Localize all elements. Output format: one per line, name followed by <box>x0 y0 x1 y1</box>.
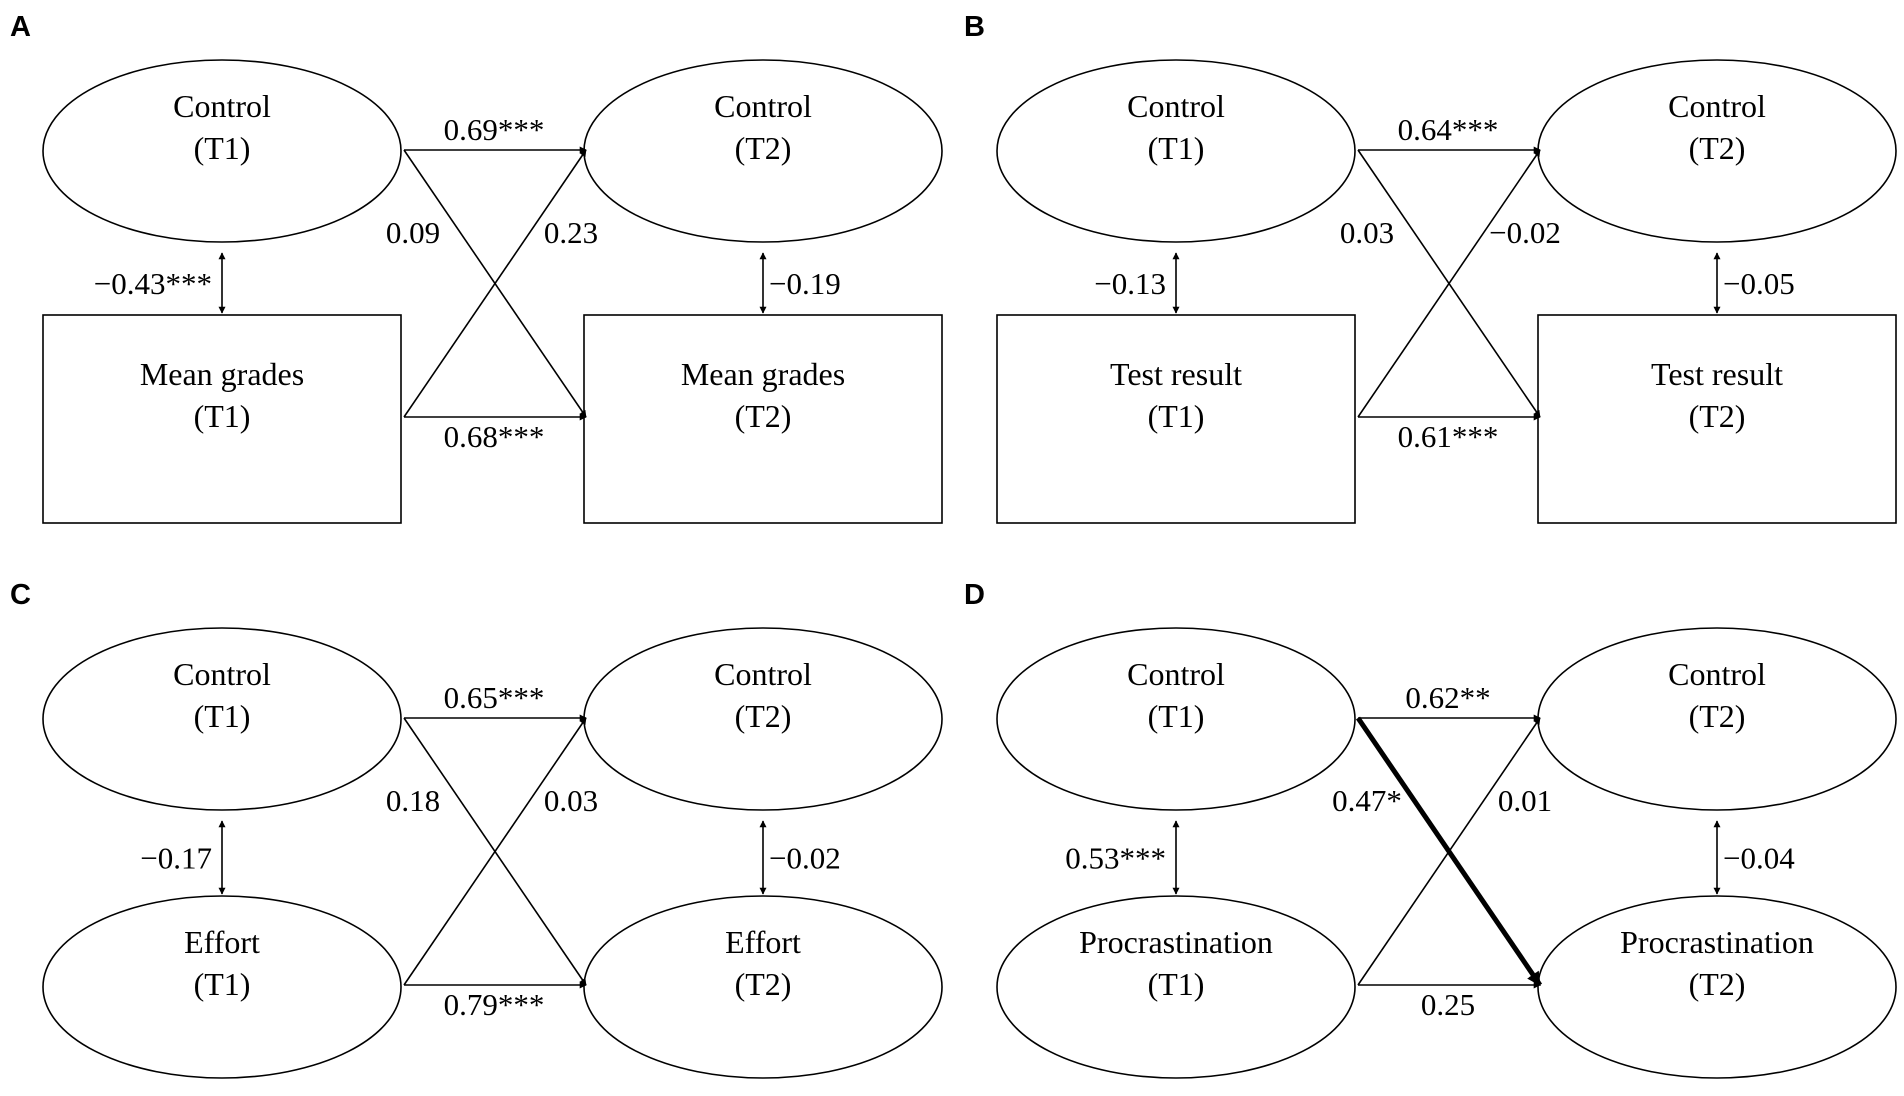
node-top-right: Control (T2) <box>1537 627 1897 811</box>
node-bottom-right: Mean grades (T2) <box>583 314 943 524</box>
panel-c: C Control (T1) Control (T2) Effort (T1) Effort (… <box>10 579 943 1079</box>
latent-variable-ellipse <box>996 59 1356 243</box>
node-bottom-left: Effort (T1) <box>42 895 402 1079</box>
node-bottom-right: Effort (T2) <box>583 895 943 1079</box>
coef-cross-top-to-bottom: 0.47* <box>1332 783 1402 818</box>
node-time: (T1) <box>1148 698 1205 734</box>
node-name: Mean grades <box>140 356 304 392</box>
node-time: (T2) <box>735 966 792 1002</box>
node-top-left: Control (T1) <box>996 59 1356 243</box>
node-bottom-left: Procrastination (T1) <box>996 895 1356 1079</box>
observed-variable-box <box>583 314 943 524</box>
node-name: Control <box>173 656 271 692</box>
path-cross-bottom-to-top <box>403 149 587 418</box>
node-time: (T1) <box>1148 398 1205 434</box>
coef-cov-t1: 0.53*** <box>1065 841 1166 876</box>
coef-bottom-stability: 0.25 <box>1421 987 1475 1022</box>
node-top-right: Control (T2) <box>583 59 943 243</box>
node-bottom-left: Mean grades (T1) <box>42 314 402 524</box>
coef-cross-top-to-bottom: 0.03 <box>1340 215 1394 250</box>
node-name: Effort <box>184 924 260 960</box>
node-time: (T2) <box>735 698 792 734</box>
node-name: Control <box>1668 656 1766 692</box>
node-name: Procrastination <box>1620 924 1814 960</box>
latent-variable-ellipse <box>996 627 1356 811</box>
panel-d: D Control (T1) Control (T2) Procrastination (T… <box>964 579 1897 1079</box>
node-time: (T1) <box>1148 966 1205 1002</box>
node-name: Effort <box>725 924 801 960</box>
coef-cross-bottom-to-top: 0.01 <box>1498 783 1552 818</box>
coef-cross-bottom-to-top: 0.03 <box>544 783 598 818</box>
observed-variable-box <box>1537 314 1897 524</box>
path-cross-bottom-to-top <box>1357 149 1541 418</box>
node-top-left: Control (T1) <box>42 59 402 243</box>
node-time: (T1) <box>194 398 251 434</box>
coef-cross-bottom-to-top: 0.23 <box>544 215 598 250</box>
node-time: (T2) <box>1689 966 1746 1002</box>
node-name: Control <box>1127 656 1225 692</box>
coef-top-stability: 0.65*** <box>444 680 545 715</box>
panel-letter: D <box>964 579 985 611</box>
observed-variable-box <box>996 314 1356 524</box>
node-bottom-right: Procrastination (T2) <box>1537 895 1897 1079</box>
node-time: (T1) <box>194 130 251 166</box>
node-top-left: Control (T1) <box>996 627 1356 811</box>
node-name: Control <box>714 88 812 124</box>
node-time: (T2) <box>1689 398 1746 434</box>
coef-bottom-stability: 0.61*** <box>1398 419 1499 454</box>
latent-variable-ellipse <box>42 895 402 1079</box>
coef-cross-top-to-bottom: 0.18 <box>386 783 440 818</box>
panel-letter: C <box>10 579 31 611</box>
path-cross-bottom-to-top <box>1357 717 1541 986</box>
node-name: Control <box>1668 88 1766 124</box>
node-time: (T1) <box>194 698 251 734</box>
coef-cov-t2: −0.05 <box>1723 266 1795 301</box>
node-name: Test result <box>1110 356 1242 392</box>
observed-variable-box <box>42 314 402 524</box>
node-top-right: Control (T2) <box>1537 59 1897 243</box>
coef-top-stability: 0.62** <box>1405 680 1490 715</box>
coef-cov-t1: −0.43*** <box>94 266 212 301</box>
coef-bottom-stability: 0.68*** <box>444 419 545 454</box>
coef-cov-t2: −0.19 <box>769 266 841 301</box>
node-name: Test result <box>1651 356 1783 392</box>
node-time: (T2) <box>735 130 792 166</box>
node-top-right: Control (T2) <box>583 627 943 811</box>
coef-cov-t2: −0.04 <box>1723 841 1795 876</box>
path-cross-bottom-to-top <box>403 717 587 986</box>
coef-cross-bottom-to-top: −0.02 <box>1489 215 1561 250</box>
coef-cov-t1: −0.13 <box>1094 266 1166 301</box>
coef-top-stability: 0.64*** <box>1398 112 1499 147</box>
coef-cross-top-to-bottom: 0.09 <box>386 215 440 250</box>
node-time: (T2) <box>1689 698 1746 734</box>
latent-variable-ellipse <box>42 59 402 243</box>
node-time: (T1) <box>194 966 251 1002</box>
node-top-left: Control (T1) <box>42 627 402 811</box>
coef-bottom-stability: 0.79*** <box>444 987 545 1022</box>
latent-variable-ellipse <box>996 895 1356 1079</box>
coef-top-stability: 0.69*** <box>444 112 545 147</box>
node-bottom-left: Test result (T1) <box>996 314 1356 524</box>
coef-cov-t1: −0.17 <box>140 841 212 876</box>
node-name: Control <box>1127 88 1225 124</box>
panel-letter: A <box>10 11 31 43</box>
node-name: Control <box>173 88 271 124</box>
latent-variable-ellipse <box>42 627 402 811</box>
node-time: (T2) <box>1689 130 1746 166</box>
node-name: Procrastination <box>1079 924 1273 960</box>
node-name: Control <box>714 656 812 692</box>
coef-cov-t2: −0.02 <box>769 841 841 876</box>
node-time: (T2) <box>735 398 792 434</box>
node-bottom-right: Test result (T2) <box>1537 314 1897 524</box>
panel-letter: B <box>964 11 985 43</box>
node-name: Mean grades <box>681 356 845 392</box>
node-time: (T1) <box>1148 130 1205 166</box>
